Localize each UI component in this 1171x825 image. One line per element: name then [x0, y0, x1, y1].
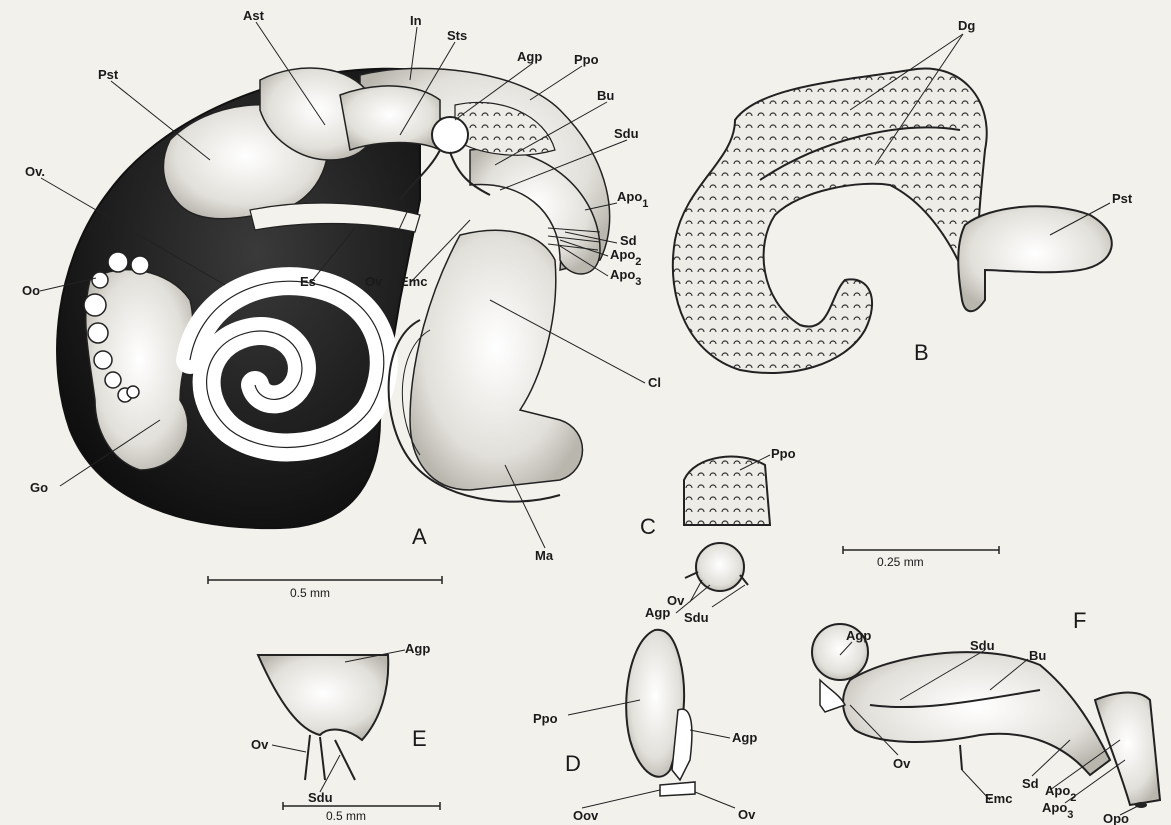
label-es: Es — [300, 274, 316, 289]
label-apo2: Apo2 — [610, 247, 641, 268]
label-emc: Emc — [400, 274, 427, 289]
label-agp: Agp — [517, 49, 542, 64]
scale-label-cf: 0.25 mm — [877, 555, 924, 569]
label-ov-d: Ov — [738, 807, 756, 822]
panel-label-b: B — [914, 340, 929, 365]
bursa-f — [843, 652, 1110, 775]
panel-f: Agp Sdu Bu Ov Sd Apo2 Apo3 Opo Emc F — [812, 608, 1160, 825]
prostate-c — [684, 457, 770, 525]
label-sd-f: Sd — [1022, 776, 1039, 791]
label-apo1: Apo1 — [617, 189, 648, 210]
label-ppo-d: Ppo — [533, 711, 558, 726]
label-ov-e: Ov — [251, 737, 269, 752]
label-ov: Ov — [365, 274, 383, 289]
panel-label-e: E — [412, 726, 427, 751]
label-pst-a: Pst — [98, 67, 119, 82]
panel-a: Ast In Sts Agp Ppo Bu Sdu Pst Ov. Apo1 S… — [22, 8, 661, 600]
label-agp-c: Agp — [645, 605, 670, 620]
label-in: In — [410, 13, 422, 28]
label-ma: Ma — [535, 548, 554, 563]
label-agp-f: Agp — [846, 628, 871, 643]
oviduct-c — [685, 572, 698, 578]
label-ov-f: Ov — [893, 756, 911, 771]
intestine — [340, 86, 440, 150]
oviduct-f — [820, 680, 845, 712]
label-sdu-f: Sdu — [970, 638, 995, 653]
scale-label-a: 0.5 mm — [290, 586, 330, 600]
label-agp-d: Agp — [732, 730, 757, 745]
albumen-gland — [432, 117, 468, 153]
label-sdu-c: Sdu — [684, 610, 709, 625]
albumen-gland-c — [696, 543, 744, 591]
label-apo3: Apo3 — [610, 267, 641, 288]
scale-label-e: 0.5 mm — [326, 809, 366, 823]
label-opo: Opo — [1103, 811, 1129, 825]
label-emc-f: Emc — [985, 791, 1012, 806]
label-apo3-f: Apo3 — [1042, 800, 1073, 821]
label-sdu-e: Sdu — [308, 790, 333, 805]
emc-f — [960, 745, 962, 770]
label-pst-b: Pst — [1112, 191, 1133, 206]
digestive-gland — [673, 68, 987, 373]
label-ppo-c: Ppo — [771, 446, 796, 461]
label-sdu: Sdu — [614, 126, 639, 141]
panel-b: Dg Pst B — [673, 18, 1133, 373]
label-cl: Cl — [648, 375, 661, 390]
oviduct-d — [660, 782, 695, 796]
panel-label-c: C — [640, 514, 656, 539]
label-go: Go — [30, 480, 48, 495]
columellar-muscle — [410, 230, 583, 490]
label-ast: Ast — [243, 8, 265, 23]
panel-label-a: A — [412, 524, 427, 549]
label-bu-f: Bu — [1029, 648, 1046, 663]
label-bu: Bu — [597, 88, 614, 103]
panel-d: Ppo Agp Oov Ov D — [533, 630, 757, 823]
label-sd-a: Sd — [620, 233, 637, 248]
label-agp-e: Agp — [405, 641, 430, 656]
label-sts: Sts — [447, 28, 467, 43]
label-ov-top: Ov. — [25, 164, 45, 179]
panel-e: Agp Ov Sdu E 0.5 mm — [251, 641, 440, 823]
label-ppo: Ppo — [574, 52, 599, 67]
label-oov: Oov — [573, 808, 599, 823]
albumen-gland-e — [258, 655, 388, 740]
panel-c: Ppo Ov Agp Sdu C — [640, 446, 796, 625]
panel-label-d: D — [565, 751, 581, 776]
panel-label-f: F — [1073, 608, 1086, 633]
label-dg: Dg — [958, 18, 975, 33]
posterior-stomach-b — [958, 206, 1112, 311]
label-oo: Oo — [22, 283, 40, 298]
